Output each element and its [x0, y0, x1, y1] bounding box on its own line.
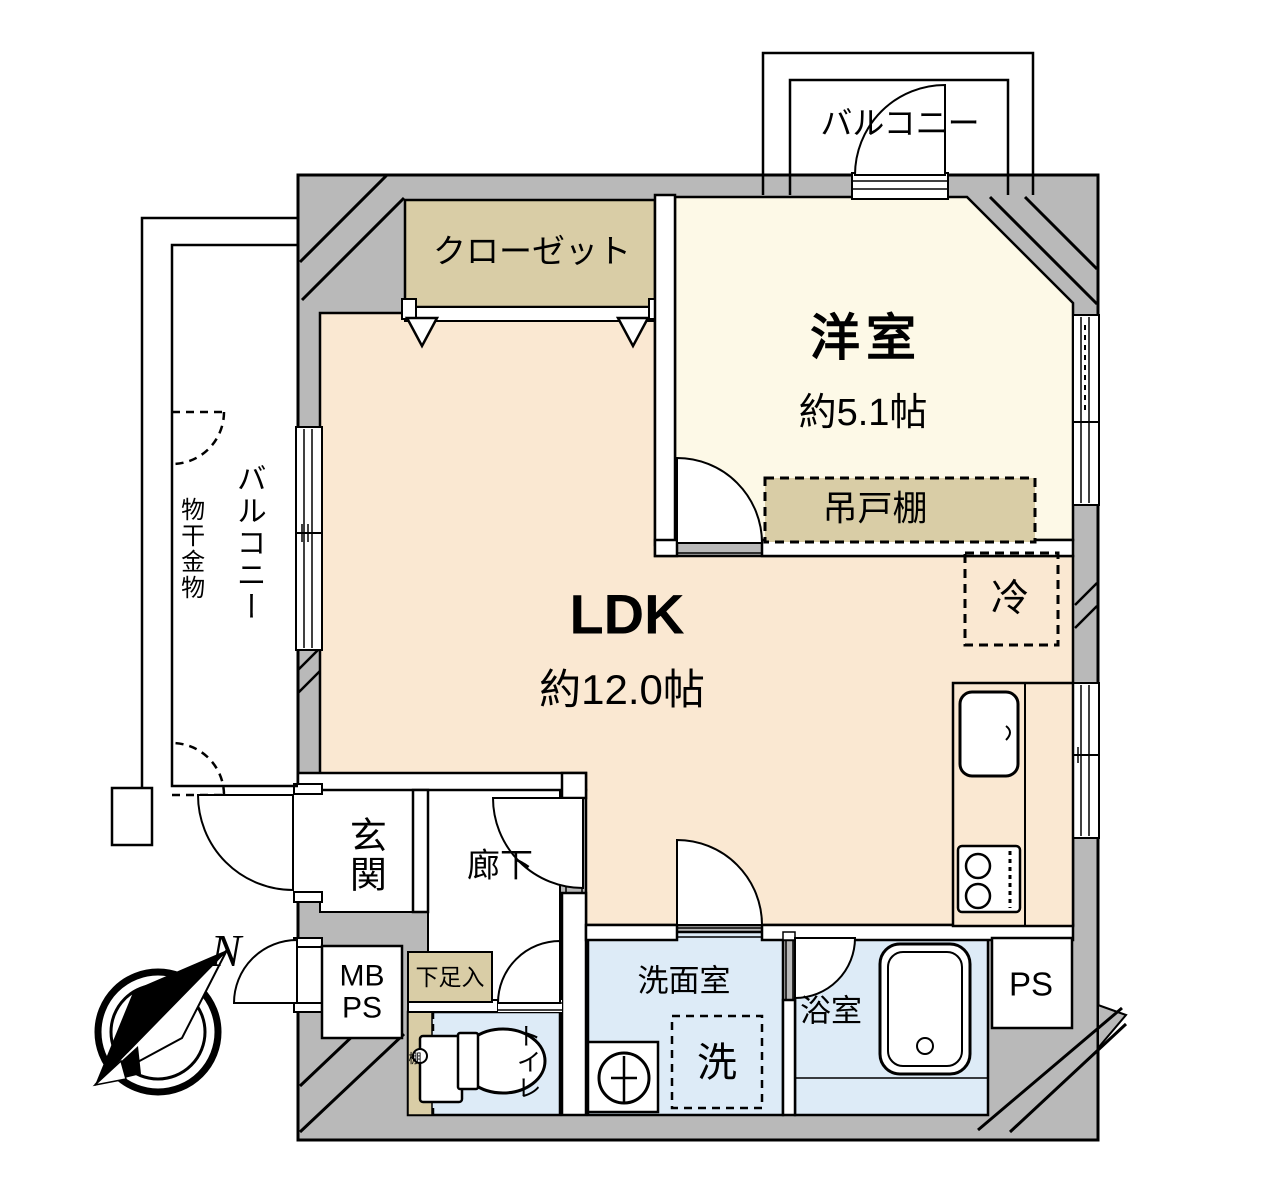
window-balcony-left [295, 426, 323, 651]
door-western-room [676, 456, 764, 544]
compass-north-label: N [210, 924, 242, 976]
kitchen-counter [951, 681, 1075, 928]
western-room-label: 洋室 [810, 309, 922, 366]
opening-meterbox-door [293, 937, 323, 1013]
refrigerator-space [963, 551, 1060, 647]
toilet-label: トイレ [513, 1023, 542, 1101]
door-bathroom [794, 937, 857, 1000]
folding-door-marker [404, 316, 440, 349]
shoe-cabinet-label: 下足入 [415, 963, 485, 990]
refrigerator-label: 冷 [990, 578, 1030, 621]
closet [401, 198, 664, 349]
toilet-fixture [412, 1027, 547, 1104]
doors [196, 83, 946, 1004]
washroom-label: 洗面室 [637, 963, 731, 999]
balcony-left-label: バルコニー [231, 463, 265, 623]
compass [92, 949, 228, 1096]
pipe-space-label: PS [1008, 965, 1054, 1003]
ldk-size: 約12.0帖 [539, 665, 705, 713]
folding-door-marker [615, 316, 651, 349]
opening-entrance-door [293, 783, 323, 903]
closet-label: クローゼット [433, 232, 631, 270]
meter-box [320, 944, 404, 1040]
pipe-space-box [990, 936, 1074, 1030]
balcony-left [110, 216, 298, 847]
bathtub [878, 942, 972, 1076]
balcony-top [761, 51, 1035, 195]
shoe-cabinet-box [407, 951, 493, 1003]
door-meterbox [232, 938, 298, 1004]
washer-space [670, 1014, 764, 1110]
shelf-label: 棚 [408, 1051, 422, 1067]
western-room-size: 約5.1帖 [798, 392, 928, 435]
washbasin [586, 1040, 660, 1114]
bathroom-label: 浴室 [800, 993, 862, 1029]
door-washroom [676, 838, 764, 926]
window-western-room [1072, 314, 1100, 506]
door-toilet [496, 939, 561, 1004]
laundry-hardware-label: 物干金物 [176, 497, 204, 601]
entrance-label: 玄関 [344, 816, 386, 894]
kitchen-sink [958, 690, 1020, 778]
ldk-label: LDK [569, 582, 685, 646]
hanging-cupboard-label: 吊戸棚 [822, 489, 928, 529]
window-kitchen [1072, 682, 1100, 839]
hallway-label: 廊下 [467, 846, 533, 884]
door-hallway-ldk [491, 797, 584, 890]
door-balcony [853, 83, 946, 176]
door-entrance [196, 794, 294, 892]
laundry-hardware-arcs [171, 410, 226, 797]
washing-machine-label: 洗 [697, 1041, 737, 1085]
opening-balcony-door [851, 172, 949, 200]
hanging-cupboard [763, 476, 1037, 544]
balcony-top-label: バルコニー [820, 105, 980, 142]
